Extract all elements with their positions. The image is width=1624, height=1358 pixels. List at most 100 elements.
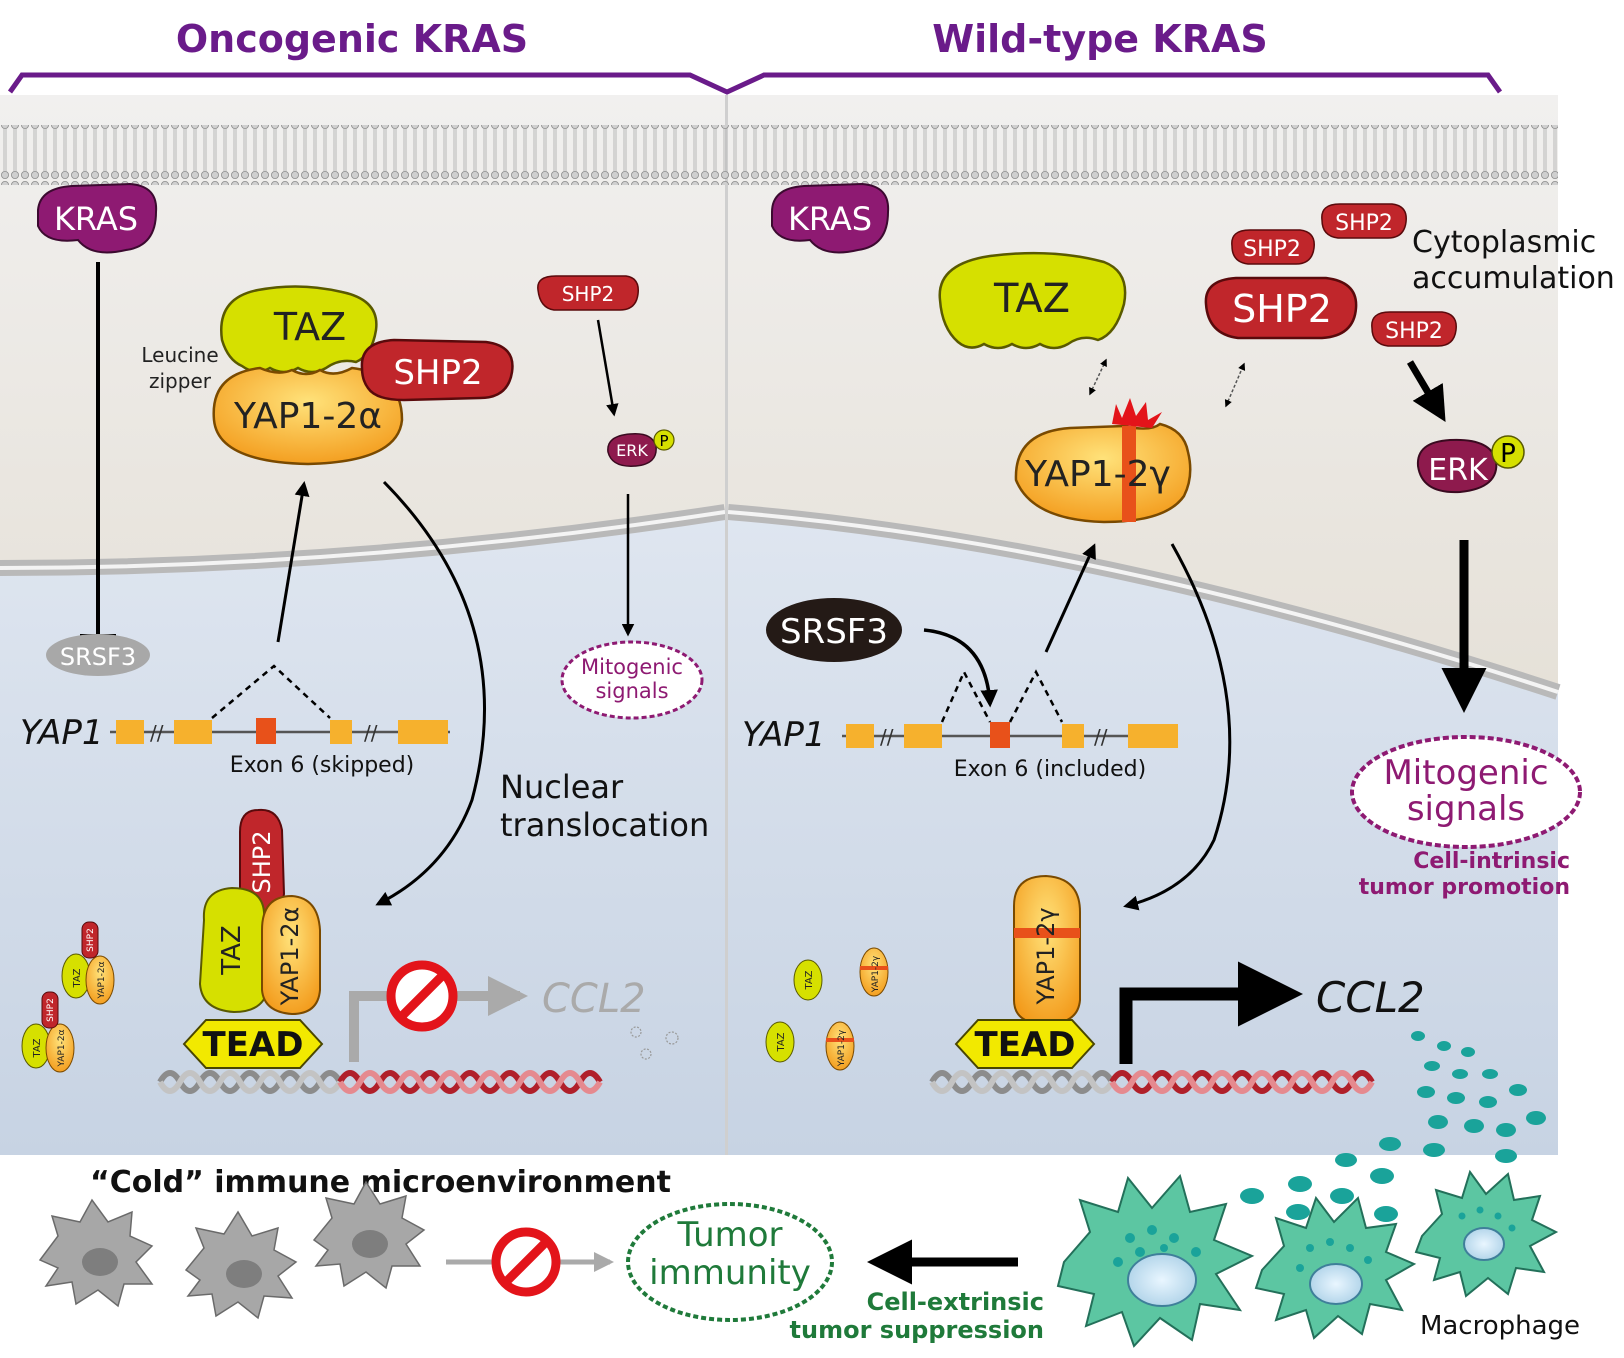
mini-yap-label-2: YAP1-2α bbox=[57, 1029, 67, 1067]
arrow-shp2-erk-left bbox=[596, 319, 619, 417]
shp2-small-left bbox=[537, 275, 639, 311]
shp2-a-label: SHP2 bbox=[1243, 237, 1301, 262]
shp2-b-label: SHP2 bbox=[1335, 211, 1393, 236]
mitogenic-ellipse-right bbox=[1350, 735, 1582, 849]
mini-taz-label-2: TAZ bbox=[32, 1038, 43, 1058]
complex-yap-left bbox=[261, 894, 321, 1016]
exon6-right bbox=[990, 722, 1010, 748]
shp2-b-right bbox=[1321, 203, 1407, 239]
phospho-left bbox=[653, 429, 675, 451]
complex-yap-insert-right bbox=[1014, 928, 1080, 938]
left-panel-title: Oncogenic KRAS bbox=[176, 17, 528, 61]
plasma-membrane bbox=[0, 125, 1558, 185]
gene-break-left-1: // bbox=[150, 721, 164, 745]
mini-yap-label-r2: YAP1-2γ bbox=[837, 1029, 847, 1067]
dna-left-red-2 bbox=[337, 1070, 603, 1094]
tumor-immunity-label-1: Tumor bbox=[676, 1215, 782, 1255]
complex-yap-label-left: YAP1-2α bbox=[276, 907, 304, 1007]
tead-label-right: TEAD bbox=[975, 1025, 1076, 1065]
cold-cell-3 bbox=[312, 1180, 426, 1290]
macrophage-2 bbox=[1254, 1195, 1417, 1340]
mini-taz-label-1: TAZ bbox=[72, 968, 83, 988]
yap-gamma-label-right: YAP1-2γ bbox=[1024, 454, 1171, 495]
srsf3-label-left: SRSF3 bbox=[60, 643, 136, 671]
transcription-arrow-active bbox=[1119, 961, 1303, 1064]
gene-break-left-2: // bbox=[364, 721, 378, 745]
splice-skip-left bbox=[211, 664, 331, 719]
dissoc-arrow-2 bbox=[1224, 362, 1246, 408]
cold-cell-2 bbox=[184, 1210, 298, 1320]
kras-blob-left bbox=[37, 182, 158, 254]
cold-title: “Cold” immune microenvironment bbox=[90, 1165, 671, 1200]
arrow-nuclear-left bbox=[375, 480, 486, 906]
cytoplasmic-label-2: accumulation bbox=[1412, 261, 1615, 296]
kras-label-left: KRAS bbox=[54, 200, 138, 238]
dna-left-gray-2 bbox=[157, 1070, 343, 1094]
mini-yap-label-r1: YAP1-2γ bbox=[871, 955, 881, 993]
exon-left-1 bbox=[116, 720, 144, 744]
ccl2-dot-left-2 bbox=[665, 1031, 679, 1045]
leucine-zipper-label-2: zipper bbox=[149, 369, 212, 393]
ccl2-label-right: CCL2 bbox=[1316, 973, 1425, 1022]
right-panel-title: Wild-type KRAS bbox=[932, 17, 1268, 61]
dna-left-gray bbox=[157, 1070, 343, 1094]
yap-gamma-right bbox=[1014, 422, 1192, 524]
mitogenic-label-right-1: Mitogenic bbox=[1383, 753, 1548, 793]
phospho-label-right: P bbox=[1500, 439, 1516, 469]
mini-shp2-label-2: SHP2 bbox=[46, 998, 56, 1022]
erk-label-right: ERK bbox=[1428, 453, 1489, 488]
right-nucleus bbox=[728, 510, 1558, 1155]
dissoc-arrow-1 bbox=[1089, 358, 1107, 396]
yap1-gene-label-left: YAP1 bbox=[20, 713, 104, 753]
mitogenic-label-right-2: signals bbox=[1407, 789, 1525, 829]
mini-complex-right-1: TAZ YAP1-2γ bbox=[793, 947, 889, 1001]
nuclear-label-2: translocation bbox=[500, 806, 709, 844]
yap1-gene-label-right: YAP1 bbox=[742, 715, 826, 755]
exon-left-2 bbox=[174, 720, 212, 744]
yap-gamma-exon6-insert bbox=[1122, 426, 1136, 522]
shp2-c-right bbox=[1371, 311, 1457, 347]
block-slash-bottom bbox=[501, 1237, 551, 1287]
complex-yap-label-right: YAP1-2γ bbox=[1032, 907, 1060, 1005]
nuclear-envelope-left-line bbox=[0, 510, 726, 570]
exon-right-5 bbox=[1128, 724, 1178, 748]
shp2-big-label-right: SHP2 bbox=[1232, 287, 1332, 331]
macrophage-1 bbox=[1056, 1173, 1255, 1348]
nuclear-label-1: Nuclear bbox=[500, 768, 624, 806]
mitogenic-label-left-1: Mitogenic bbox=[581, 655, 683, 679]
mini-taz-label-r2: TAZ bbox=[776, 1032, 787, 1052]
arrow-splice-to-yap-right bbox=[1044, 543, 1096, 653]
exon-right-2 bbox=[904, 724, 942, 748]
exon-left-5 bbox=[398, 720, 448, 744]
srsf3-left bbox=[46, 634, 150, 676]
extrinsic-label-1: Cell-extrinsic bbox=[867, 1288, 1044, 1316]
exon-right-1 bbox=[846, 724, 874, 748]
macrophage-label: Macrophage bbox=[1420, 1311, 1580, 1341]
cold-cell-1 bbox=[38, 1198, 154, 1308]
complex-shp2-label-left: SHP2 bbox=[248, 830, 276, 893]
tumor-immunity-label-2: immunity bbox=[649, 1253, 811, 1293]
intrinsic-label-1: Cell-intrinsic bbox=[1413, 849, 1570, 874]
srsf3-right bbox=[766, 598, 902, 662]
exon-right-4 bbox=[1062, 724, 1084, 748]
arrow-shp2-erk-right bbox=[1406, 360, 1446, 423]
arrow-splice-to-yap-left bbox=[276, 481, 310, 643]
tumor-immunity-ellipse bbox=[626, 1202, 834, 1322]
yap-alpha-label-left: YAP1-2α bbox=[233, 396, 382, 437]
shp2-big-right bbox=[1204, 276, 1358, 340]
shp2-a-right bbox=[1231, 229, 1315, 265]
mini-yap-label-1: YAP1-2α bbox=[97, 961, 107, 999]
nuclear-envelope-right-line bbox=[727, 510, 1559, 694]
block-slash-left bbox=[396, 970, 448, 1022]
taz-label-left: TAZ bbox=[273, 305, 346, 349]
tead-left bbox=[182, 1019, 324, 1069]
arrow-nuclear-right bbox=[1123, 543, 1232, 911]
ccl2-secreted-dots bbox=[1240, 1031, 1546, 1222]
exon6-left bbox=[256, 718, 276, 744]
yap-alpha-left bbox=[212, 366, 404, 466]
leucine-zipper-label-1: Leucine bbox=[141, 343, 218, 367]
macrophage-3 bbox=[1414, 1169, 1559, 1298]
srsf3-label-right: SRSF3 bbox=[780, 612, 888, 652]
splice-include-right-2 bbox=[1008, 669, 1064, 723]
